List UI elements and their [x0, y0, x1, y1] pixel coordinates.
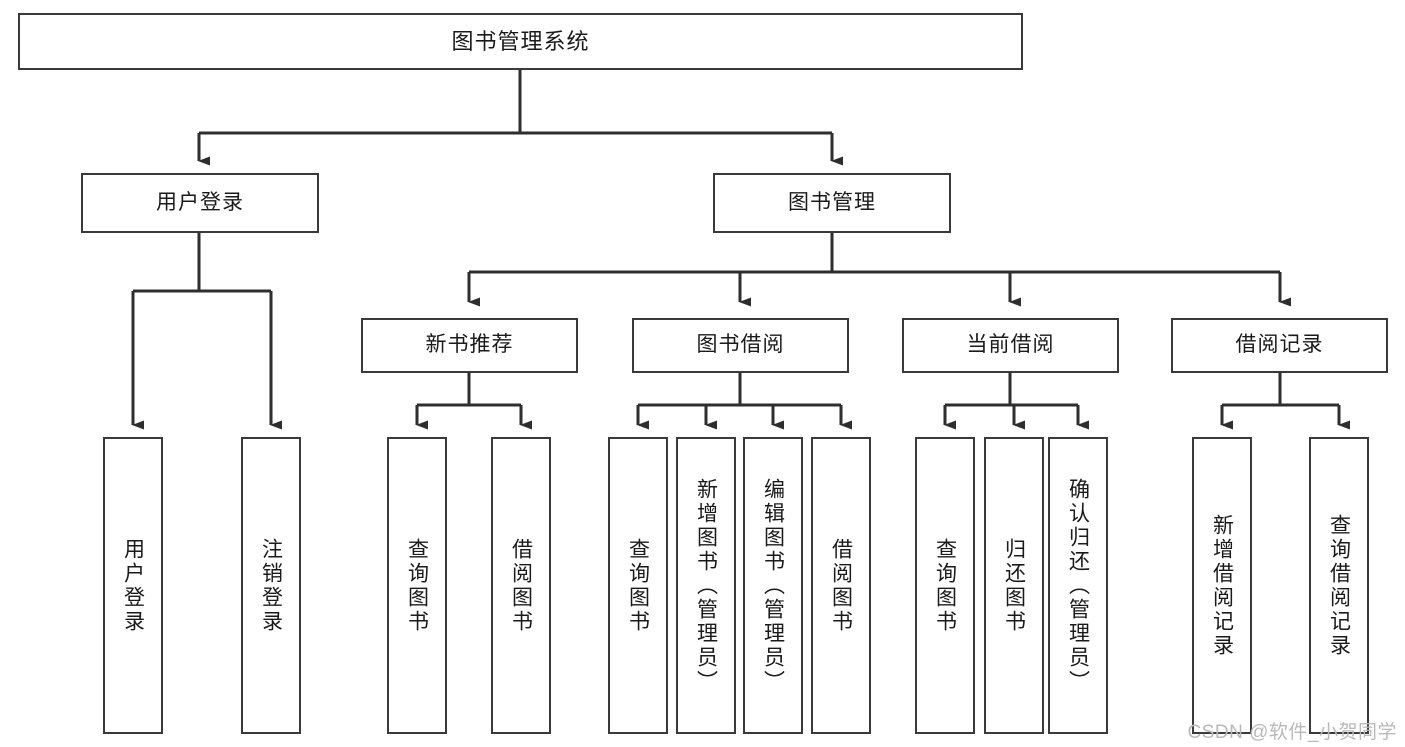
leaf-current-borrow-2[interactable]: 归还图书 — [984, 437, 1044, 734]
node-new-book-recommend[interactable]: 新书推荐 — [361, 318, 578, 373]
node-current-borrow[interactable]: 当前借阅 — [902, 318, 1119, 373]
node-user-login[interactable]: 用户登录 — [81, 173, 319, 233]
leaf-book-borrow-3[interactable]: 编辑图书（管理员） — [743, 437, 803, 734]
leaf-borrow-record-1-label: 新增借阅记录 — [1210, 514, 1234, 658]
leaf-borrow-record-2[interactable]: 查询借阅记录 — [1309, 437, 1369, 734]
leaf-current-borrow-3-label: 确认归还（管理员） — [1066, 478, 1090, 694]
leaf-book-borrow-4[interactable]: 借阅图书 — [811, 437, 871, 734]
leaf-current-borrow-1-label: 查询图书 — [933, 538, 957, 634]
node-new-book-recommend-label: 新书推荐 — [425, 333, 514, 357]
node-borrow-record-label: 借阅记录 — [1235, 333, 1324, 357]
node-book-manage-label: 图书管理 — [788, 190, 876, 214]
leaf-current-borrow-3[interactable]: 确认归还（管理员） — [1048, 437, 1108, 734]
node-borrow-record[interactable]: 借阅记录 — [1171, 318, 1388, 373]
node-user-login-label: 用户登录 — [156, 190, 244, 214]
leaf-user-login-2[interactable]: 注销登录 — [241, 437, 301, 734]
node-book-manage[interactable]: 图书管理 — [713, 173, 951, 233]
leaf-new-book-2[interactable]: 借阅图书 — [491, 437, 551, 734]
watermark: CSDN @软件_小贺同学 — [1187, 722, 1397, 743]
leaf-new-book-1-label: 查询图书 — [405, 538, 429, 634]
leaf-current-borrow-2-label: 归还图书 — [1002, 538, 1026, 634]
leaf-book-borrow-4-label: 借阅图书 — [829, 538, 853, 634]
node-current-borrow-label: 当前借阅 — [966, 333, 1055, 357]
node-book-borrow[interactable]: 图书借阅 — [632, 318, 849, 373]
leaf-user-login-1-label: 用户登录 — [121, 538, 145, 634]
leaf-new-book-1[interactable]: 查询图书 — [387, 437, 447, 734]
leaf-book-borrow-2[interactable]: 新增图书（管理员） — [676, 437, 736, 734]
leaf-book-borrow-1-label: 查询图书 — [626, 538, 650, 634]
leaf-current-borrow-1[interactable]: 查询图书 — [915, 437, 975, 734]
node-root-system[interactable]: 图书管理系统 — [18, 13, 1023, 70]
leaf-book-borrow-1[interactable]: 查询图书 — [608, 437, 668, 734]
leaf-user-login-2-label: 注销登录 — [259, 538, 283, 634]
leaf-borrow-record-1[interactable]: 新增借阅记录 — [1192, 437, 1252, 734]
node-book-borrow-label: 图书借阅 — [696, 333, 785, 357]
leaf-user-login-1[interactable]: 用户登录 — [103, 437, 163, 734]
leaf-book-borrow-3-label: 编辑图书（管理员） — [761, 478, 785, 694]
leaf-new-book-2-label: 借阅图书 — [509, 538, 533, 634]
leaf-borrow-record-2-label: 查询借阅记录 — [1327, 514, 1351, 658]
leaf-book-borrow-2-label: 新增图书（管理员） — [694, 478, 718, 694]
node-root-system-label: 图书管理系统 — [451, 28, 590, 54]
